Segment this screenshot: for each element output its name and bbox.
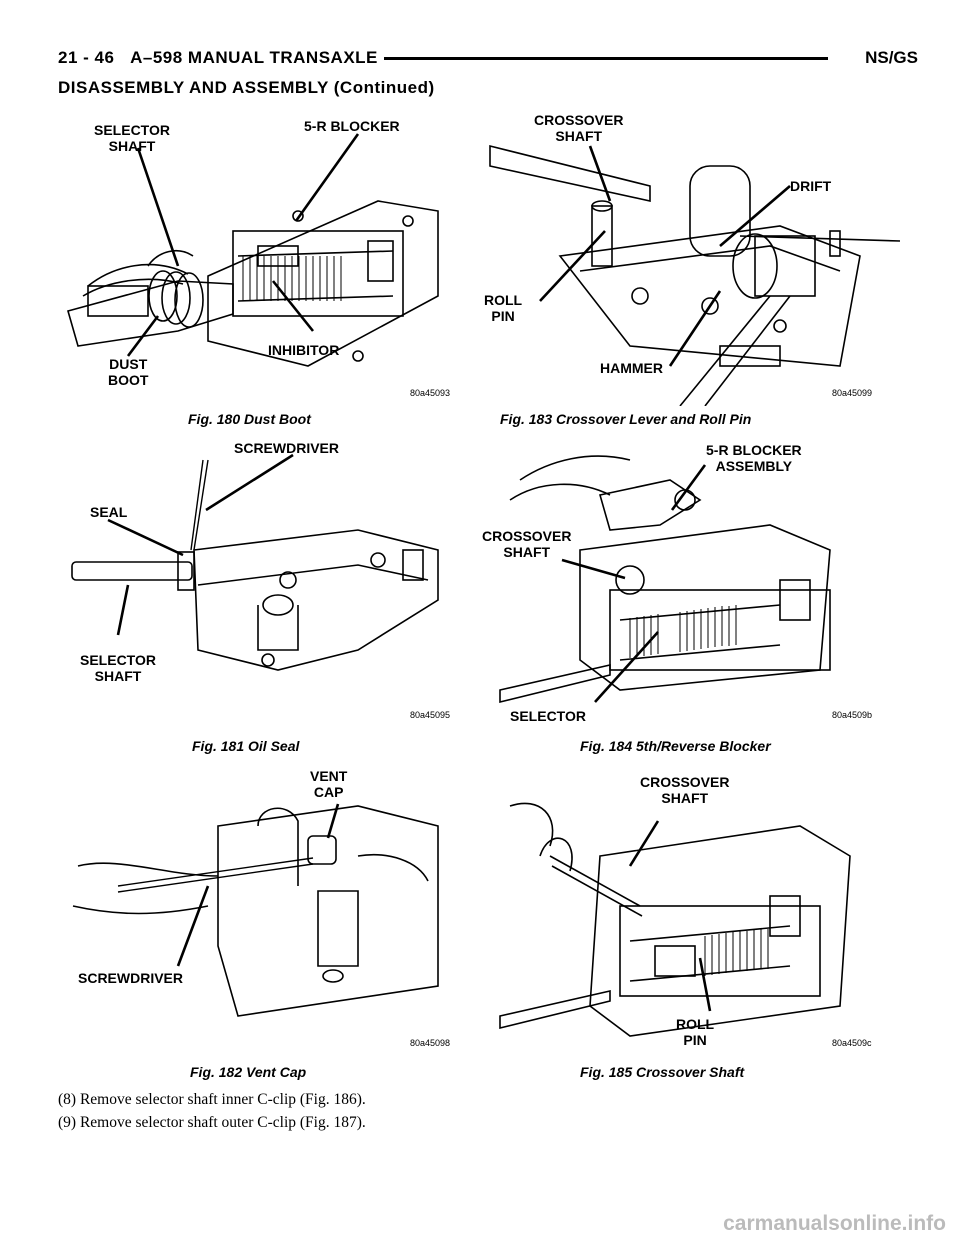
- figure-180-illustration: [67, 133, 439, 367]
- page-header: 21 - 46 A–598 MANUAL TRANSAXLE NS/GS: [58, 44, 918, 74]
- figure-182-illustration: [72, 803, 439, 1017]
- model-code: NS/GS: [865, 48, 918, 67]
- figure-caption: Fig. 185 Crossover Shaft: [580, 1064, 745, 1080]
- step-9-text: (9) Remove selector shaft outer C-clip (…: [58, 1114, 366, 1131]
- figure-code: 80a45099: [832, 388, 873, 398]
- manual-title: A–598 MANUAL TRANSAXLE: [130, 48, 378, 67]
- page-number: 21 - 46: [58, 48, 115, 67]
- figure-code: 80a45093: [410, 388, 451, 398]
- figure-caption: Fig. 184 5th/Reverse Blocker: [580, 738, 771, 754]
- page-number-and-title: 21 - 46 A–598 MANUAL TRANSAXLE: [58, 48, 378, 68]
- figure-185-illustration: [499, 802, 851, 1037]
- figure-code: 80a45098: [410, 1038, 451, 1048]
- label-drift: DRIFT: [790, 178, 832, 194]
- figure-code: 80a4509b: [832, 710, 873, 720]
- figure-183-illustration: [489, 144, 900, 406]
- section-title: DISASSEMBLY AND ASSEMBLY (Continued): [58, 78, 435, 97]
- label-screwdriver: SCREWDRIVER: [234, 440, 340, 456]
- figure-caption: Fig. 182 Vent Cap: [190, 1064, 307, 1080]
- step-8-text: (8) Remove selector shaft inner C-clip (…: [58, 1091, 366, 1108]
- figure-184-illustration: [499, 455, 831, 704]
- figure-code: 80a45095: [410, 710, 451, 720]
- figure-caption: Fig. 181 Oil Seal: [192, 738, 300, 754]
- figure-caption: Fig. 180 Dust Boot: [188, 411, 311, 427]
- label-hammer: HAMMER: [600, 360, 663, 376]
- figure-caption: Fig. 183 Crossover Lever and Roll Pin: [500, 411, 752, 427]
- figure-181-illustration: [71, 453, 439, 671]
- label-inhibitor: INHIBITOR: [268, 342, 340, 358]
- figure-code: 80a4509c: [832, 1038, 872, 1048]
- label-screwdriver: SCREWDRIVER: [78, 970, 184, 986]
- label-selector: SELECTOR: [510, 708, 586, 724]
- label-seal: SEAL: [90, 504, 128, 520]
- header-rule: [384, 57, 828, 60]
- label-5r-blocker: 5-R BLOCKER: [304, 118, 400, 134]
- watermark: carmanualsonline.info: [723, 1212, 946, 1235]
